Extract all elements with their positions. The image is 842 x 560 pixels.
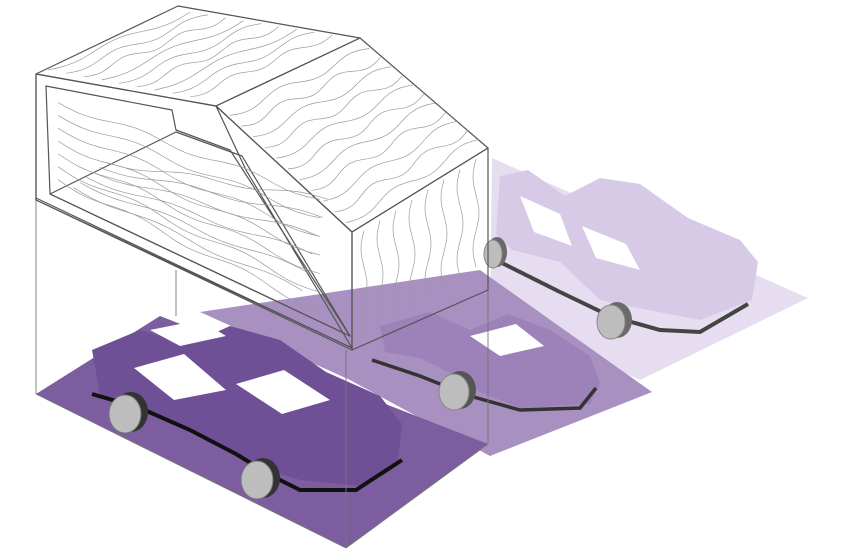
grain-line <box>80 183 308 273</box>
grain-line <box>100 168 323 218</box>
grain-line <box>190 35 332 97</box>
grain-line <box>457 169 463 277</box>
grain-line <box>66 15 208 73</box>
roof-slope-top <box>36 6 360 106</box>
grain-line <box>119 24 261 84</box>
grain-line <box>73 188 302 291</box>
grain-line <box>241 58 380 126</box>
grain-line <box>58 180 320 311</box>
grain-line <box>441 180 447 288</box>
grain-line <box>253 67 391 137</box>
grain-line <box>335 130 468 212</box>
grain-line <box>276 85 413 158</box>
grain-line <box>58 154 320 274</box>
grain-line <box>323 121 457 201</box>
grain-line <box>288 94 424 169</box>
grain-line <box>58 141 320 255</box>
grain-line <box>137 26 279 86</box>
grain-line <box>473 159 479 267</box>
grain-line <box>84 18 226 77</box>
grain-line <box>230 49 370 116</box>
roof-slope-right <box>216 38 488 232</box>
grain-line <box>300 103 435 180</box>
grain-line <box>265 76 402 148</box>
